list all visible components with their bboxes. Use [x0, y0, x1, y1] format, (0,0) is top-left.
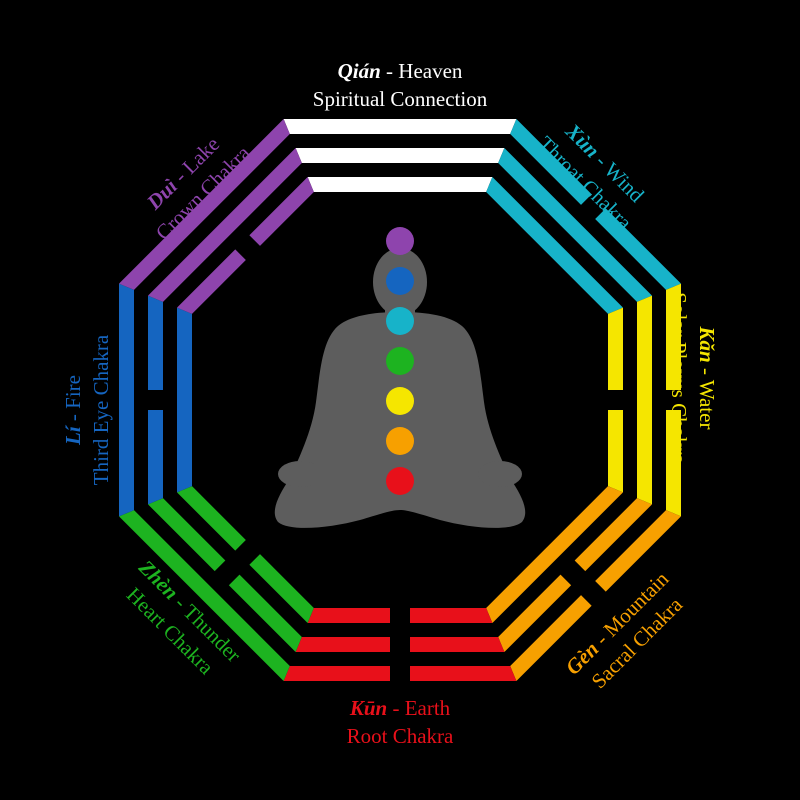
- trigram-chakra: Third Eye Chakra: [89, 334, 113, 485]
- trigram-line-solid: [148, 148, 302, 302]
- figure-body: [274, 312, 526, 528]
- label-title: Kǎn - Water: [695, 326, 719, 430]
- label-separator: -: [381, 59, 399, 83]
- figure-right-hand: [478, 461, 522, 487]
- trigram-line-solid: [486, 486, 624, 624]
- meditating-figure-silhouette: [274, 248, 526, 528]
- chakra-dots: [386, 227, 414, 495]
- trigram-line-solid: [119, 283, 134, 517]
- trigram-line-broken-left: [410, 666, 517, 681]
- trigram-kun: [283, 608, 517, 681]
- trigram-line-broken-left: [574, 498, 652, 572]
- chakra-dot: [386, 427, 414, 455]
- trigram-line-broken-left: [410, 608, 493, 623]
- trigram-line-solid: [486, 176, 624, 314]
- trigram-name: Lí: [61, 424, 85, 446]
- trigram-line-solid: [307, 177, 493, 192]
- trigrams: [118, 118, 682, 682]
- chakra-dot: [386, 267, 414, 295]
- label-title: Qián - Heaven: [338, 59, 463, 83]
- trigram-name: Qián: [338, 59, 381, 83]
- trigram-line-broken-left: [510, 118, 592, 205]
- trigram-line-solid: [118, 119, 290, 290]
- trigram-dui: [118, 119, 314, 314]
- trigram-line-solid: [177, 307, 192, 493]
- chakra-dot: [386, 387, 414, 415]
- trigram-chakra: Spiritual Connection: [313, 87, 488, 111]
- trigram-line-broken-right: [148, 498, 226, 572]
- trigram-line-broken-left: [595, 510, 682, 592]
- trigram-line-broken-right: [295, 637, 390, 652]
- trigram-line-broken-left: [249, 554, 314, 624]
- figure-left-hand: [278, 461, 322, 487]
- trigram-line-solid: [283, 119, 517, 134]
- trigram-line-broken-right: [498, 574, 572, 652]
- trigram-element: Earth: [405, 696, 451, 720]
- chakra-dot: [386, 307, 414, 335]
- trigram-element: Heaven: [398, 59, 463, 83]
- trigram-name: Kūn: [349, 696, 387, 720]
- trigram-line-broken-left: [608, 307, 623, 390]
- label-separator: -: [61, 409, 85, 427]
- trigram-line-broken-left: [666, 283, 681, 390]
- trigram-chakra: Solar Plexus Chakra: [667, 292, 691, 464]
- label-title: Kūn - Earth: [349, 696, 451, 720]
- trigram-kan: [608, 283, 681, 517]
- label-separator: -: [387, 696, 405, 720]
- trigram-line-solid: [498, 148, 652, 302]
- trigram-line-broken-right: [595, 208, 681, 290]
- trigram-line-solid: [119, 510, 290, 682]
- chakra-dot: [386, 347, 414, 375]
- trigram-qian: [283, 119, 517, 192]
- trigram-element: Fire: [61, 375, 85, 409]
- trigram-line-broken-right: [283, 666, 390, 681]
- label-separator: -: [695, 363, 719, 380]
- trigram-line-broken-right: [176, 486, 246, 551]
- trigram-line-solid: [637, 295, 652, 505]
- trigram-gen: [486, 486, 682, 681]
- trigram-element: Water: [695, 380, 719, 430]
- trigram-line-broken-right: [666, 410, 681, 517]
- trigram-line-broken-right: [307, 608, 390, 623]
- trigram-line-broken-right: [249, 176, 314, 246]
- trigram-line-broken-right: [510, 595, 592, 681]
- trigram-line-broken-left: [176, 249, 246, 314]
- trigram-xun: [486, 118, 681, 314]
- trigram-line-broken-left: [148, 410, 163, 505]
- chakra-dot: [386, 227, 414, 255]
- trigram-line-broken-left: [228, 574, 302, 652]
- trigram-line-solid: [295, 148, 505, 163]
- label-title: Lí - Fire: [61, 375, 85, 446]
- chakra-dot: [386, 467, 414, 495]
- trigram-chakra: Root Chakra: [347, 724, 454, 748]
- trigram-line-broken-right: [608, 410, 623, 493]
- trigram-li: [119, 283, 192, 517]
- trigram-line-broken-right: [148, 295, 163, 390]
- trigram-line-broken-left: [410, 637, 505, 652]
- trigram-zhen: [119, 486, 314, 682]
- trigram-name: Kǎn: [695, 326, 719, 363]
